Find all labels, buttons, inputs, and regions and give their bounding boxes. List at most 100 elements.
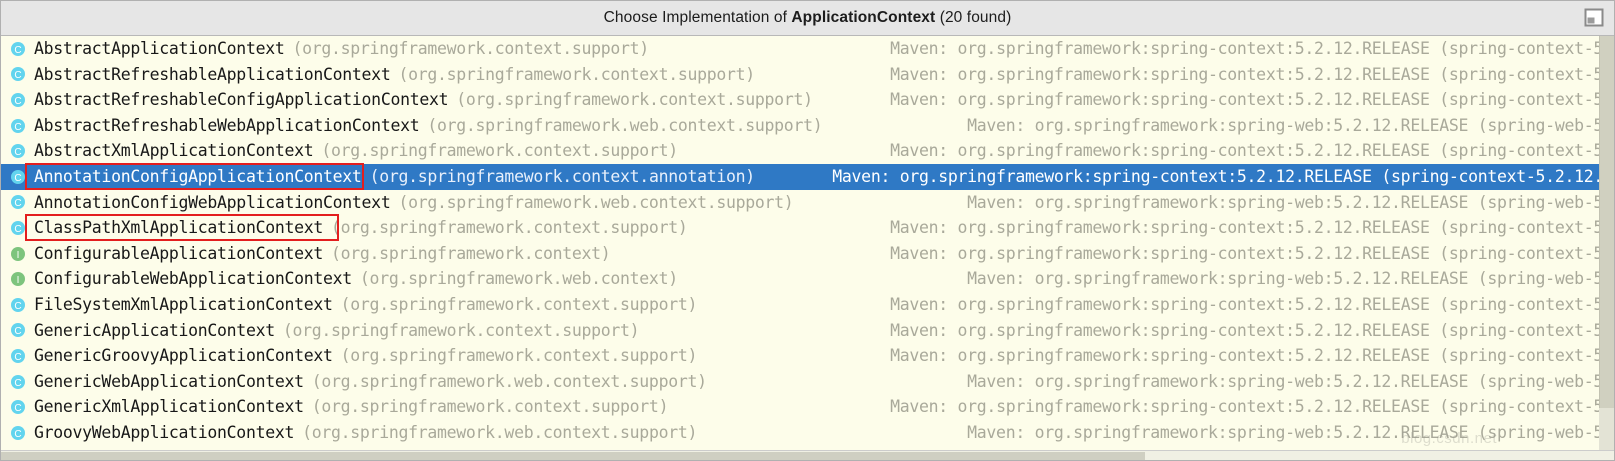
- implementation-list[interactable]: C AbstractApplicationContext (org.springfr…: [0, 36, 1615, 450]
- list-item-package: (org.springframework.web.context): [359, 269, 678, 289]
- popup-titlebar: Choose Implementation of ApplicationCont…: [0, 0, 1615, 36]
- list-item-package: (org.springframework.context.support): [292, 39, 649, 58]
- list-item-names: GenericXmlApplicationContext(org.springf…: [34, 394, 669, 420]
- list-item-library: Maven: org.springframework:spring-contex…: [890, 141, 1603, 161]
- list-item[interactable]: I ConfigurableWebApplicationContext (org.s…: [0, 266, 1615, 292]
- class-icon: C: [8, 321, 28, 339]
- list-item-names: FileSystemXmlApplicationContext (org.spri…: [34, 292, 697, 318]
- interface-icon: I: [8, 245, 28, 263]
- class-icon: C: [8, 193, 28, 211]
- svg-text:C: C: [14, 45, 21, 56]
- popup-title: Choose Implementation of ApplicationCont…: [604, 9, 1012, 27]
- list-item-names: GroovyWebApplicationContext (org.springfr…: [34, 420, 697, 446]
- list-item-class-name: AbstractRefreshableConfigApplicationCont…: [34, 90, 449, 110]
- class-icon: C: [8, 117, 28, 135]
- class-icon: C: [8, 168, 28, 186]
- list-item-library: Maven: org.springframework:spring-contex…: [890, 218, 1603, 238]
- interface-icon: I: [8, 270, 28, 288]
- list-item-library: Maven: org.springframework:spring-web:5.…: [967, 192, 1603, 212]
- list-item-class-name: AbstractRefreshableApplicationContext: [34, 64, 391, 84]
- list-item-library: Maven: org.springframework:spring-contex…: [890, 320, 1603, 340]
- list-item-library: Maven: org.springframework:spring-web:5.…: [967, 115, 1603, 135]
- list-item-class-name: FileSystemXmlApplicationContext: [34, 294, 333, 314]
- svg-text:C: C: [14, 147, 21, 158]
- list-item-package: (org.springframework.context): [331, 243, 611, 263]
- list-item-class-name: AbstractApplicationContext: [34, 39, 285, 58]
- class-icon: C: [8, 347, 28, 365]
- popup-title-suffix: (20 found): [935, 8, 1012, 26]
- svg-text:C: C: [14, 224, 21, 235]
- list-item-package: (org.springframework.context.support): [456, 90, 813, 110]
- list-item[interactable]: C AbstractXmlApplicationContext(org.sprin…: [0, 138, 1615, 164]
- list-item-library: Maven: org.springframework:spring-contex…: [890, 90, 1603, 110]
- vertical-scrollbar-thumb[interactable]: [1599, 36, 1615, 408]
- list-item[interactable]: C AbstractRefreshableWebApplicationContex…: [0, 113, 1615, 139]
- list-item-names: AbstractApplicationContext (org.springfra…: [34, 36, 649, 62]
- list-item[interactable]: C FileSystemXmlApplicationContext (org.spr…: [0, 292, 1615, 318]
- list-item-class-name: GenericWebApplicationContext: [34, 371, 304, 391]
- svg-text:I: I: [17, 249, 20, 260]
- list-item-class-name: ConfigurableWebApplicationContext: [34, 269, 352, 289]
- list-item[interactable]: C GenericWebApplicationContext (org.spring…: [0, 369, 1615, 395]
- list-item-library: Maven: org.springframework:spring-web:5.…: [967, 269, 1603, 289]
- horizontal-scrollbar-thumb[interactable]: [0, 452, 1145, 461]
- preview-panel-icon[interactable]: [1583, 7, 1605, 28]
- list-item-class-name: ConfigurableApplicationContext: [34, 243, 324, 263]
- svg-text:C: C: [14, 173, 21, 184]
- list-item-library: Maven: org.springframework:spring-contex…: [890, 397, 1603, 417]
- list-item-package: (org.springframework.web.context.support…: [398, 192, 794, 212]
- list-item-package: (org.springframework.context.support): [311, 397, 669, 417]
- list-item-package: (org.springframework.context.support): [331, 218, 688, 238]
- list-item-names: ClassPathXmlApplicationContext (org.sprin…: [34, 215, 688, 241]
- class-icon: C: [8, 296, 28, 314]
- svg-text:C: C: [14, 429, 21, 440]
- list-item-package: (org.springframework.web.context.support…: [427, 115, 823, 135]
- svg-text:C: C: [14, 377, 21, 388]
- list-item-class-name: GroovyWebApplicationContext: [34, 422, 295, 442]
- list-item[interactable]: C AbstractRefreshableConfigApplicationCon…: [0, 87, 1615, 113]
- list-item-names: GenericWebApplicationContext (org.springf…: [34, 369, 707, 395]
- svg-text:C: C: [14, 326, 21, 337]
- class-icon: C: [8, 373, 28, 391]
- list-item-class-name: GenericApplicationContext: [34, 320, 275, 340]
- class-icon: C: [8, 40, 28, 58]
- class-icon: C: [8, 91, 28, 109]
- list-item-names: AnnotationConfigWebApplicationContext(or…: [34, 190, 794, 216]
- list-item[interactable]: C GroovyWebApplicationContext (org.springf…: [0, 420, 1615, 446]
- horizontal-scrollbar[interactable]: [0, 450, 1615, 461]
- class-icon: C: [8, 398, 28, 416]
- list-item-names: AnnotationConfigApplicationContext (org.s…: [34, 164, 755, 190]
- svg-text:C: C: [14, 198, 21, 209]
- svg-text:C: C: [14, 352, 21, 363]
- list-item-class-name: AnnotationConfigApplicationContext: [34, 166, 362, 186]
- list-item-package: (org.springframework.web.context.support…: [311, 371, 707, 391]
- list-item[interactable]: C AnnotationConfigWebApplicationContext(o…: [0, 190, 1615, 216]
- list-item-package: (org.springframework.web.context.support…: [302, 422, 698, 442]
- list-item[interactable]: C GenericXmlApplicationContext(org.spring…: [0, 394, 1615, 420]
- list-item[interactable]: C AbstractApplicationContext (org.springfr…: [0, 36, 1615, 62]
- list-item[interactable]: I ConfigurableApplicationContext (org.spri…: [0, 241, 1615, 267]
- popup-title-prefix: Choose Implementation of: [603, 8, 792, 26]
- list-item-package: (org.springframework.context.annotation): [369, 166, 756, 186]
- list-item-package: (org.springframework.context.support): [340, 294, 698, 314]
- class-icon: C: [8, 219, 28, 237]
- list-item-names: AbstractXmlApplicationContext(org.spring…: [34, 138, 678, 164]
- popup-title-symbol: ApplicationContext: [791, 8, 936, 26]
- list-item-class-name: ClassPathXmlApplicationContext: [34, 218, 324, 238]
- list-item-package: (org.springframework.context.support): [321, 141, 678, 161]
- list-item-names: ConfigurableApplicationContext (org.sprin…: [34, 241, 611, 267]
- list-item[interactable]: C ClassPathXmlApplicationContext (org.spri…: [0, 215, 1615, 241]
- list-item-library: Maven: org.springframework:spring-contex…: [890, 243, 1603, 263]
- list-item-names: ConfigurableWebApplicationContext (org.sp…: [34, 266, 678, 292]
- vertical-scrollbar[interactable]: [1599, 36, 1615, 450]
- class-icon: C: [8, 424, 28, 442]
- list-item-library: Maven: org.springframework:spring-contex…: [890, 346, 1603, 366]
- svg-text:I: I: [17, 275, 20, 286]
- list-item-library: Maven: org.springframework:spring-contex…: [832, 166, 1603, 186]
- list-item-class-name: AbstractRefreshableWebApplicationContext: [34, 115, 420, 135]
- list-item[interactable]: C AnnotationConfigApplicationContext (org.…: [0, 163, 1615, 190]
